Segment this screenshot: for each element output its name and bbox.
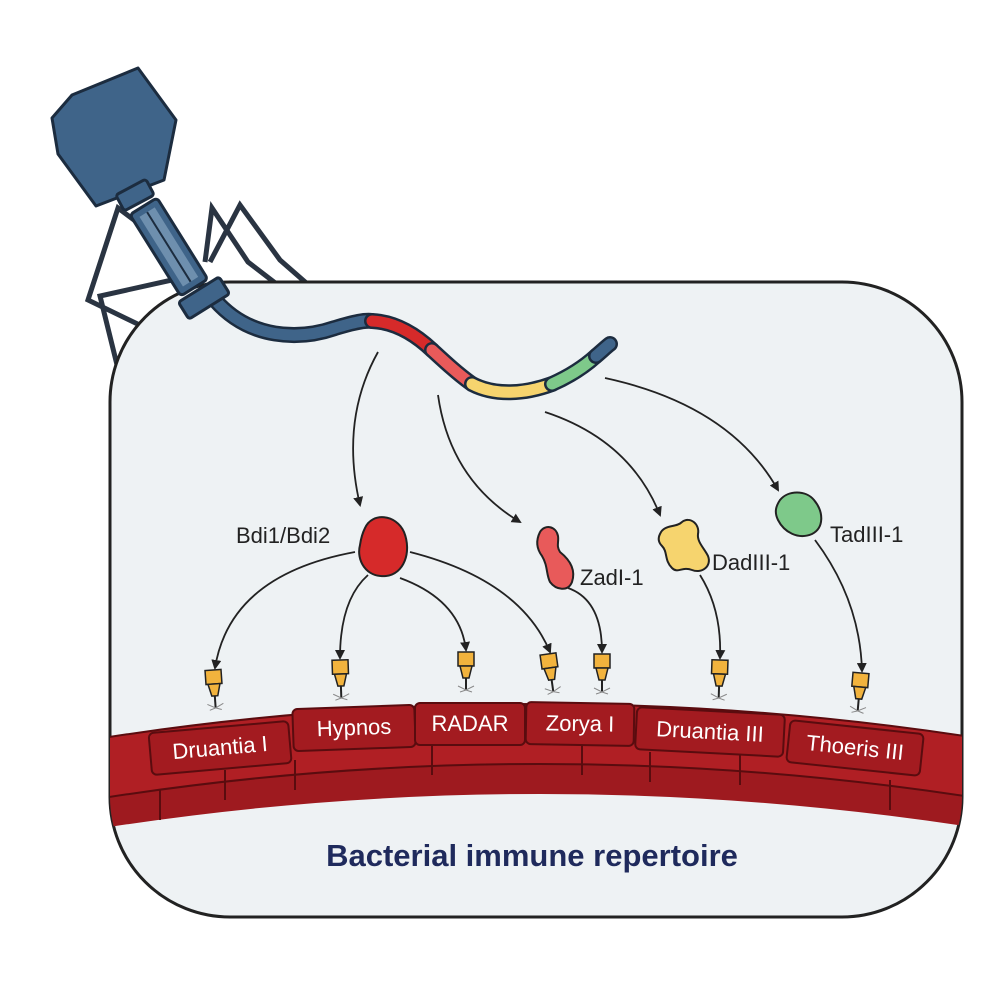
protein-tadiii-blob: [774, 491, 823, 538]
protein-dadiii-blob: [657, 518, 710, 572]
sensor-icon: [710, 658, 729, 701]
system-thoeris-iii: Thoeris III: [785, 719, 925, 777]
activation-arrows: [211, 539, 867, 673]
sensor-receptors: [204, 651, 870, 714]
system-label: Druantia III: [656, 716, 765, 747]
protein-zadi-blob: [536, 526, 575, 590]
phage-capsid: [50, 66, 178, 208]
bacterial-cell: [108, 280, 964, 919]
system-druantia-i: Druantia I: [147, 720, 293, 776]
system-hypnos: Hypnos: [291, 704, 417, 752]
system-label: Hypnos: [316, 714, 391, 742]
sensor-icon: [457, 651, 475, 693]
sensor-icon: [593, 653, 611, 695]
system-druantia-iii: Druantia III: [634, 706, 786, 758]
sensor-icon: [849, 671, 870, 714]
phage: [50, 66, 231, 320]
protein-label-bdi: Bdi1/Bdi2: [236, 523, 330, 548]
system-label: Zorya I: [546, 710, 615, 736]
phage-collar: [115, 178, 155, 212]
system-boxes: Druantia I Hypnos RADAR Zorya I Druantia…: [147, 701, 925, 777]
phage-dna: [207, 292, 618, 401]
sensor-icon: [331, 658, 350, 701]
diagram-title: Bacterial immune repertoire: [326, 838, 738, 873]
phage-baseplate: [177, 276, 231, 320]
system-label: RADAR: [431, 711, 508, 736]
protein-label-dadiii: DadIII-1: [712, 550, 790, 575]
sensor-icon: [204, 668, 224, 711]
protein-label-zadi: ZadI-1: [580, 565, 644, 590]
sensor-icon: [539, 652, 561, 695]
proteins: [358, 491, 823, 590]
system-radar: RADAR: [414, 702, 526, 746]
expression-arrows: [352, 351, 779, 524]
protein-bdi-blob: [358, 516, 409, 578]
system-zorya-i: Zorya I: [524, 701, 636, 747]
phage-tail: [129, 197, 208, 297]
protein-label-tadiii: TadIII-1: [830, 522, 903, 547]
